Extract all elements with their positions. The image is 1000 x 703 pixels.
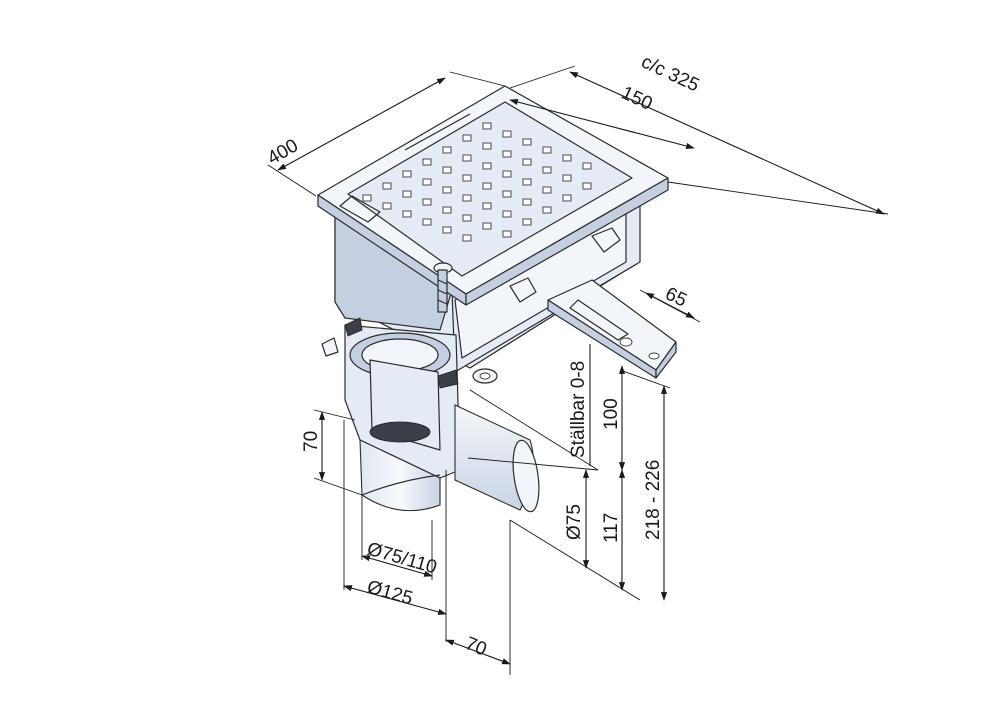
- dim-218-226: 218 - 226: [643, 460, 664, 540]
- dim-dia-125: Ø125: [365, 577, 415, 610]
- dim-cc-325: c/c 325: [638, 51, 702, 96]
- dim-70-left: 70: [301, 431, 322, 452]
- water-trap: [344, 317, 498, 479]
- screw: [433, 262, 453, 313]
- vertical-pipe: [359, 439, 441, 512]
- dim-117: 117: [601, 513, 622, 543]
- dim-400: 400: [264, 135, 302, 169]
- dim-dia-75: Ø75: [564, 504, 585, 540]
- dim-dia-75-110: Ø75/110: [365, 539, 440, 579]
- dim-65: 65: [662, 283, 690, 311]
- dim-adjustable: Ställbar 0-8: [568, 361, 589, 458]
- mounting-bracket: [547, 279, 677, 379]
- dim-70-bottom: 70: [462, 633, 489, 660]
- dim-150: 150: [618, 82, 656, 114]
- dimension-lines: [267, 65, 889, 675]
- dim-100: 100: [601, 398, 622, 430]
- horizontal-outlet: [454, 404, 540, 513]
